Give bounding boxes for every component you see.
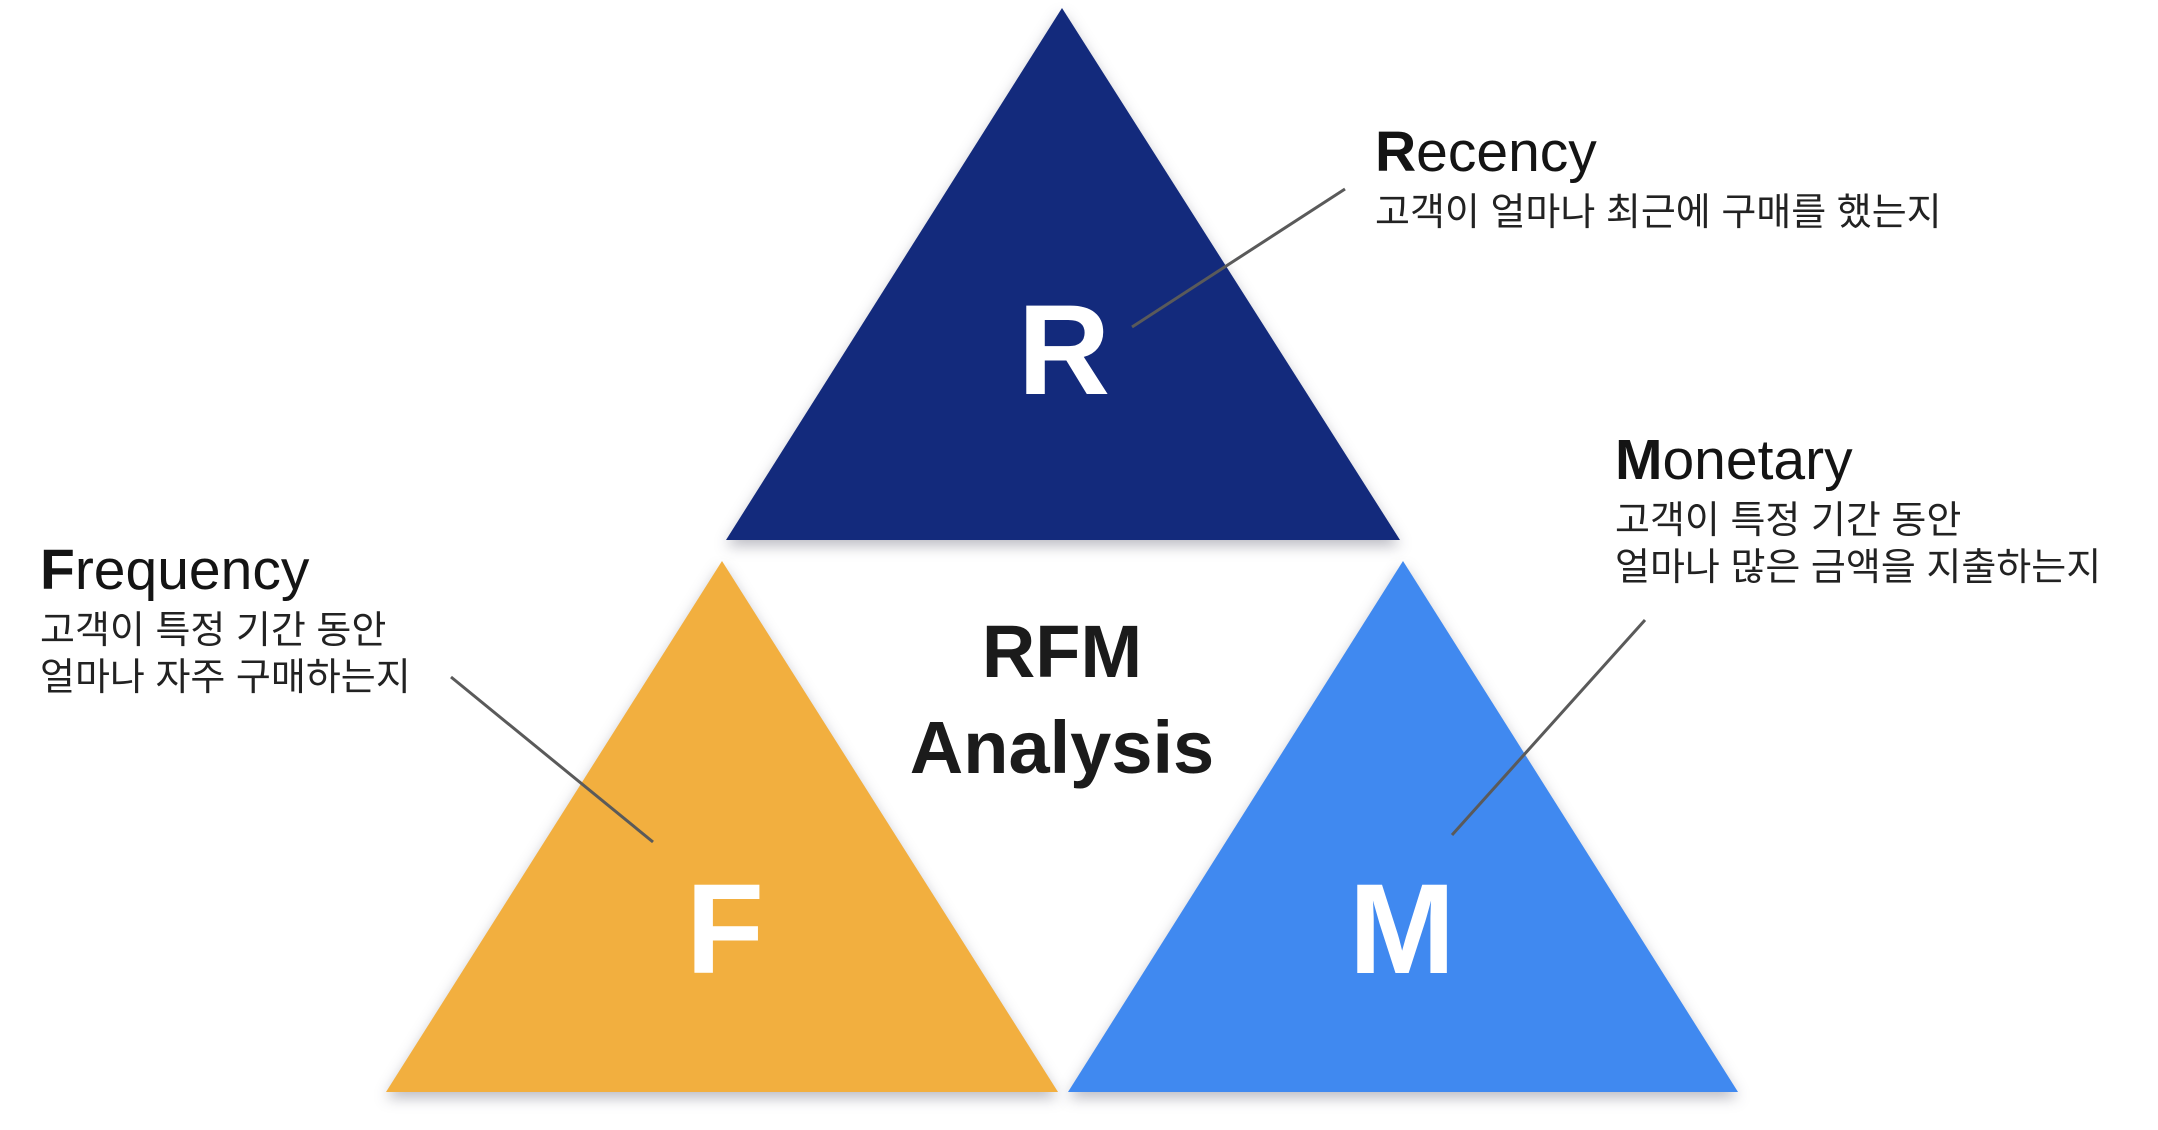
frequency-callout-desc-line2: 얼마나 자주 구매하는지 [40,657,411,700]
diagram-title-line1: RFM [981,610,1143,693]
recency-callout-desc-line1: 고객이 얼마나 최근에 구매를 했는지 [1375,192,1942,235]
monetary-triangle [1068,561,1738,1092]
frequency-callout-title-rest: requency [74,538,310,602]
frequency-callout-desc-line1: 고객이 특정 기간 동안 [40,610,387,653]
recency-callout-desc: 고객이 얼마나 최근에 구매를 했는지 [1375,190,1942,237]
frequency-triangle [386,561,1058,1092]
monetary-callout-desc-line1: 고객이 특정 기간 동안 [1615,500,1962,543]
monetary-callout-desc-line2: 얼마나 많은 금액을 지출하는지 [1615,547,2102,590]
recency-triangle [726,8,1400,540]
recency-triangle-letter: R [1017,279,1111,422]
recency-callout-title-cap: R [1375,120,1417,184]
recency-callout-title: Recency [1375,122,1942,182]
monetary-callout-title: Monetary [1615,430,2101,490]
recency-callout: Recency 고객이 얼마나 최근에 구매를 했는지 [1375,122,1942,237]
frequency-callout: Frequency 고객이 특정 기간 동안 얼마나 자주 구매하는지 [40,540,411,702]
monetary-leader-line [1450,618,1647,837]
monetary-callout: Monetary 고객이 특정 기간 동안 얼마나 많은 금액을 지출하는지 [1615,430,2101,592]
diagram-title-line2: Analysis [909,706,1215,789]
monetary-callout-desc: 고객이 특정 기간 동안 얼마나 많은 금액을 지출하는지 [1615,498,2101,592]
recency-callout-title-rest: ecency [1416,120,1597,184]
diagram-title: RFM Analysis [910,604,1214,796]
frequency-callout-title: Frequency [40,540,411,600]
monetary-triangle-letter: M [1348,858,1456,1001]
frequency-callout-desc: 고객이 특정 기간 동안 얼마나 자주 구매하는지 [40,608,411,702]
monetary-callout-title-rest: onetary [1662,428,1853,492]
frequency-triangle-letter: F [685,858,765,1001]
frequency-leader-line [450,675,654,844]
monetary-callout-title-cap: M [1615,428,1663,492]
recency-leader-line [1131,187,1346,329]
frequency-callout-title-cap: F [40,538,75,602]
